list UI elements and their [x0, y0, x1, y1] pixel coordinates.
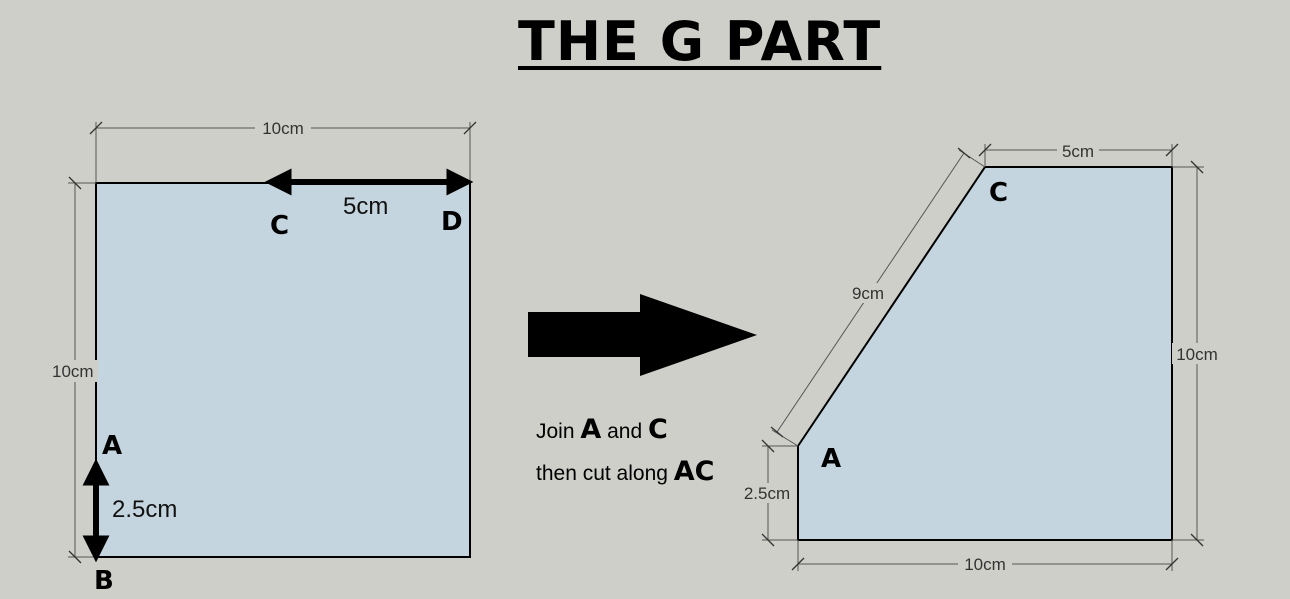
- instruction-and: and: [607, 420, 643, 443]
- point-a-label: A: [102, 431, 122, 461]
- left-square-group: 10cm 10cm 5cm 2.5cm C D A B: [50, 118, 477, 596]
- right-shape: [797, 166, 1173, 541]
- right-diagonal-dimension: 9cm: [770, 147, 986, 447]
- instruction-line-2: then cut along AC: [536, 456, 715, 487]
- right-left-dimension: 2.5cm: [738, 439, 798, 547]
- instruction-line-ac: AC: [673, 456, 715, 487]
- right-point-a-label: A: [821, 444, 841, 474]
- left-square: [95, 182, 471, 558]
- left-side-dimension: 10cm: [50, 176, 98, 564]
- instruction-line-1: Join A and C: [536, 414, 668, 445]
- instruction-point-a: A: [580, 414, 602, 445]
- left-side-dim-label: 10cm: [52, 362, 94, 381]
- diagram-title: THE G PART: [518, 10, 882, 73]
- right-bottom-dim-label: 10cm: [964, 555, 1006, 574]
- point-c-label: C: [270, 211, 289, 241]
- instruction-join: Join: [536, 420, 575, 443]
- ab-length-label: 2.5cm: [112, 496, 177, 523]
- point-d-label: D: [441, 207, 463, 237]
- cd-length-label: 5cm: [343, 193, 388, 220]
- right-side-dimension: 10cm: [1172, 160, 1224, 547]
- instruction-point-c: C: [648, 414, 668, 445]
- right-top-dimension: 5cm: [978, 141, 1179, 167]
- left-top-dim-label: 10cm: [262, 119, 304, 138]
- right-bottom-dimension: 10cm: [791, 540, 1179, 574]
- transform-arrow: [528, 294, 757, 376]
- instruction-cut: then cut along: [536, 462, 668, 485]
- point-b-label: B: [94, 566, 114, 596]
- right-top-dim-label: 5cm: [1062, 142, 1094, 161]
- right-shape-group: 5cm 9cm 10cm: [738, 141, 1224, 574]
- left-top-dimension: 10cm: [89, 118, 477, 183]
- right-side-dim-label: 10cm: [1176, 345, 1218, 364]
- right-diagonal-dim-label: 9cm: [852, 284, 884, 303]
- right-left-dim-label: 2.5cm: [744, 484, 790, 503]
- right-point-c-label: C: [989, 178, 1008, 208]
